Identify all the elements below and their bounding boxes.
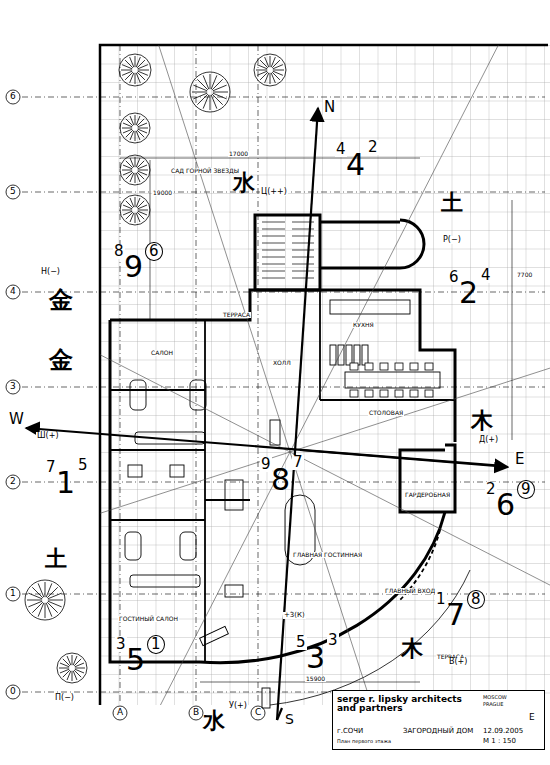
- star-number: 2: [367, 140, 379, 155]
- star-number: 土: [44, 548, 68, 570]
- title-text: М 1 : 150: [483, 738, 516, 745]
- star-number: 2: [458, 278, 479, 308]
- star-number: 6: [495, 490, 516, 520]
- plan-label: 2: [9, 477, 17, 486]
- star-number: 4: [480, 268, 492, 283]
- star-number: 5: [295, 635, 307, 650]
- plan-label: 3: [9, 382, 17, 391]
- plan-label: Р(−): [442, 236, 462, 244]
- star-number: 8: [270, 465, 291, 495]
- star-number: 8: [113, 244, 125, 259]
- plan-label: 7700: [516, 272, 533, 278]
- plan-label: Д(+): [478, 436, 499, 444]
- title-text: E: [529, 713, 535, 722]
- star-number: 1: [147, 635, 165, 654]
- star-number: 3: [327, 633, 339, 648]
- plan-label: ГЛАВНАЯ ГОСТИННАЯ: [292, 552, 363, 558]
- title-text: serge r. lipsky architects and partners: [337, 695, 477, 714]
- star-number: 2: [485, 482, 497, 497]
- star-number: 水: [202, 710, 226, 732]
- plan-label: СТОЛОВАЯ: [368, 410, 404, 416]
- star-number: 1: [435, 592, 447, 607]
- title-text: План первого этажа: [337, 739, 391, 744]
- star-number: W: [8, 412, 25, 427]
- plan-label: 17000: [228, 151, 249, 157]
- title-block: serge r. lipsky architects and partners M…: [332, 690, 545, 750]
- plan-label: Ц(++): [260, 188, 288, 196]
- plan-label: ГЛАВНЫЙ ВХОД: [384, 588, 436, 594]
- plan-label: +3(К): [283, 612, 306, 619]
- title-text: г.СОЧИ: [337, 728, 363, 735]
- plan-label: 5: [9, 187, 17, 196]
- title-text: ЗАГОРОДНЫЙ ДОМ: [403, 728, 473, 735]
- plan-label: КУХНЯ: [352, 322, 375, 328]
- plan-label: П(−): [54, 694, 75, 702]
- star-number: 6: [145, 242, 163, 261]
- plan-label: B: [192, 708, 200, 717]
- plan-label: A: [116, 708, 124, 717]
- plan-label: 1: [9, 589, 17, 598]
- plan-label: 0: [9, 687, 17, 696]
- star-number: 木: [470, 410, 494, 432]
- star-number: 4: [345, 150, 366, 180]
- star-number: 9: [517, 480, 535, 499]
- star-number: 7: [45, 460, 57, 475]
- plan-label: 4: [9, 287, 17, 296]
- plan-label: ГОСТИНЫЙ САЛОН: [118, 616, 179, 622]
- star-number: 9: [123, 252, 144, 282]
- plan-label: 19000: [152, 190, 173, 196]
- plan-label: 6: [9, 92, 17, 101]
- star-number: 3: [115, 637, 127, 652]
- star-number: 7: [292, 455, 304, 470]
- plan-label: C: [254, 708, 262, 717]
- star-number: N: [323, 100, 336, 115]
- star-number: 金: [48, 348, 74, 372]
- star-number: E: [514, 452, 525, 467]
- plan-label: ХОЛЛ: [272, 360, 292, 366]
- plan-label: S: [284, 712, 295, 726]
- plan-label: Н(−): [40, 268, 61, 276]
- plan-label: 15900: [305, 676, 326, 682]
- plan-label: САД ГОРНОЙ ЗВЕЗДЫ: [170, 168, 240, 174]
- star-number: 1: [55, 468, 76, 498]
- star-number: 4: [335, 142, 347, 157]
- plan-label: САЛОН: [150, 350, 174, 356]
- star-number: 3: [305, 643, 326, 673]
- star-number: 水: [232, 172, 256, 194]
- plan-label: У(+): [228, 702, 248, 710]
- star-number: 5: [125, 645, 146, 675]
- title-text: PRAGUE: [483, 702, 503, 707]
- star-number: 9: [260, 457, 272, 472]
- plan-label: ТЕРРАСА: [222, 312, 251, 318]
- star-number: 7: [445, 600, 466, 630]
- star-number: 木: [400, 638, 424, 660]
- star-number: 5: [77, 458, 89, 473]
- title-text: MOSCOW: [483, 695, 507, 700]
- star-number: 金: [48, 288, 74, 312]
- title-text: 12.09.2005: [483, 728, 523, 735]
- plan-label: ГАРДЕРОБНАЯ: [404, 492, 451, 498]
- star-number: 6: [448, 270, 460, 285]
- plan-label: Ш(+): [36, 432, 60, 440]
- plan-label: В(+): [448, 658, 468, 666]
- star-number: 土: [440, 192, 464, 214]
- star-number: 8: [467, 590, 485, 609]
